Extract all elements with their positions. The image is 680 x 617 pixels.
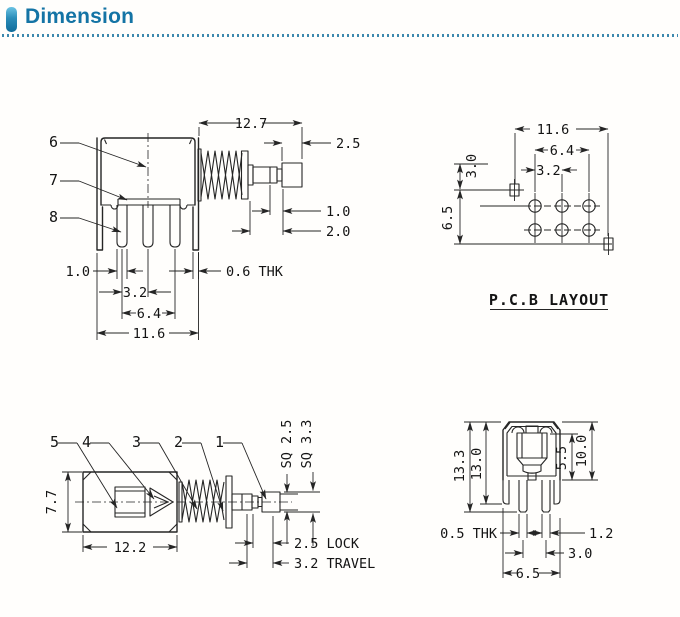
dim-text-pcb-6.4: 6.4 [550, 143, 574, 159]
dim-text-6.4: 6.4 [137, 306, 161, 322]
dim-pin-pitch: 3.2 [99, 249, 171, 319]
dim-body-width: 11.6 [96, 253, 199, 342]
dim-text-7.7: 7.7 [44, 490, 60, 514]
part-label-2: 2 [174, 433, 183, 451]
body-top-view [75, 471, 292, 533]
dim-text-1.0-shaft: 1.0 [326, 204, 350, 220]
dim-travel: 3.2 TRAVEL [229, 514, 375, 572]
part-label-1: 1 [215, 433, 224, 451]
dim-text-2.5: 2.5 [336, 136, 360, 152]
part-callouts-top: 5 4 3 2 1 [50, 433, 267, 512]
dim-text-3.0: 3.0 [568, 546, 592, 562]
dim-pcb-width: 11.6 [514, 122, 609, 236]
dim-pin-depth: 5.5 [550, 433, 598, 481]
spring [197, 148, 243, 202]
dim-text-pcb-3.0: 3.0 [464, 154, 480, 178]
dim-text-pcb-6.5: 6.5 [440, 206, 456, 230]
dim-button-width: 2.5 [264, 136, 360, 161]
dim-text-13.3: 13.3 [452, 450, 468, 483]
side-view-drawing: 12.7 2.5 1.0 2.0 1.0 [49, 116, 360, 342]
dim-pin-thickness: 0.5 THK [440, 514, 543, 542]
spring-top-view [178, 479, 225, 523]
section-title: Dimension [25, 5, 135, 28]
dim-pin-span: 6.4 [121, 249, 176, 322]
dim-text-13.0: 13.0 [469, 448, 485, 481]
dim-text-sq3.3: SQ 3.3 [299, 420, 315, 469]
part-label-7: 7 [49, 171, 58, 189]
dim-body-width-top: 12.2 [82, 535, 178, 556]
dim-shaft-exposed: 2.0 [232, 201, 350, 240]
top-view-drawing: 5 4 3 2 1 7.7 12.2 SQ 2.5 [44, 420, 375, 572]
dim-text-3.2: 3.2 [123, 285, 147, 301]
front-plunger [516, 425, 548, 481]
dim-text-pcb-3.2: 3.2 [536, 163, 560, 179]
front-view-drawing: 13.3 13.0 5.5 10.0 0.5 THK [440, 421, 613, 582]
dim-shaft-length: 12.7 [198, 116, 303, 159]
part-label-3: 3 [132, 433, 141, 451]
dim-text-0.5-thk: 0.5 THK [440, 526, 498, 542]
part-callouts: 6 7 8 [49, 133, 147, 233]
pcb-title: P.C.B LAYOUT [489, 291, 609, 310]
dim-text-1.0-pin: 1.0 [66, 264, 90, 280]
part-label-8: 8 [49, 208, 58, 226]
section-bullet-icon [6, 7, 17, 32]
switch-body-outline [96, 133, 200, 251]
dim-text-3.2-travel: 3.2 TRAVEL [294, 556, 375, 572]
pcb-holes [480, 193, 600, 243]
dim-pcb-hole-span: 6.4 [534, 143, 590, 192]
dim-upper-height: 10.0 [562, 421, 598, 481]
dim-bracket-thickness: 0.6 THK [169, 252, 284, 280]
switch-pins [116, 205, 181, 248]
part-label-5: 5 [50, 433, 59, 451]
dim-pcb-hole-pitch: 3.2 [521, 163, 577, 192]
dim-shaft-square: SQ 2.5 [279, 420, 298, 544]
plunger-shaft [240, 150, 303, 200]
section-header: Dimension [0, 0, 680, 36]
dim-text-12.2: 12.2 [114, 540, 147, 556]
front-body [502, 421, 561, 481]
dim-pin-width-front: 1.2 [541, 514, 613, 542]
dim-text-12.7: 12.7 [235, 116, 268, 132]
dim-pin-span-front: 6.5 [502, 508, 561, 582]
dim-text-6.5: 6.5 [516, 566, 540, 582]
dim-text-sq2.5: SQ 2.5 [279, 420, 295, 469]
dim-text-5.5: 5.5 [554, 446, 570, 470]
front-brackets-pins [502, 480, 561, 513]
dim-lock: 2.5 LOCK [235, 514, 360, 568]
dim-body-height-front: 13.0 [469, 421, 502, 505]
part-label-4: 4 [82, 433, 91, 451]
dim-button-square: SQ 3.3 [284, 420, 320, 546]
dim-text-2.0: 2.0 [326, 224, 350, 240]
dim-text-2.5-lock: 2.5 LOCK [294, 536, 360, 552]
dim-text-pcb-11.6: 11.6 [537, 122, 570, 138]
dim-text-1.2: 1.2 [589, 526, 613, 542]
dim-total-height: 13.3 [452, 421, 517, 513]
dim-pcb-mount-span: 6.5 [440, 189, 612, 245]
dim-pcb-mount-offset: 3.0 [454, 154, 524, 191]
pcb-layout-title: P.C.B LAYOUT [489, 291, 609, 309]
part-label-6: 6 [49, 133, 58, 151]
dim-neck: 1.0 [252, 185, 350, 235]
dim-pin-pitch-front: 3.0 [505, 540, 592, 562]
dim-text-10.0: 10.0 [574, 435, 590, 468]
dim-body-height-top: 7.7 [44, 471, 82, 533]
pcb-layout-drawing: 11.6 6.4 3.2 3.0 6.5 P.C.B LAYOUT [440, 122, 614, 310]
dim-text-11.6: 11.6 [133, 326, 166, 342]
dim-pin-width: 1.0 [66, 249, 143, 280]
dotted-divider [2, 34, 678, 37]
dim-text-0.6-thk: 0.6 THK [226, 264, 284, 280]
